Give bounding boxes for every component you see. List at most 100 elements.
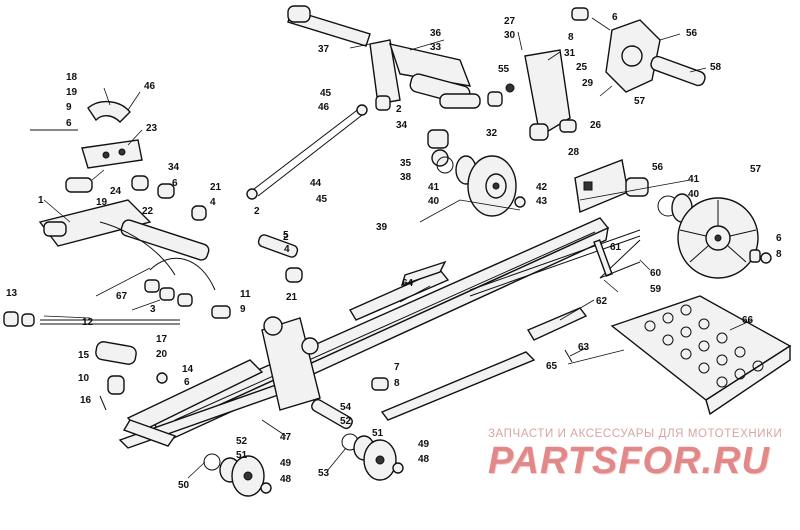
callout: 52 <box>340 416 352 427</box>
wear-strip <box>118 351 536 449</box>
callout: 26 <box>590 120 602 131</box>
callout: 40 <box>428 196 440 207</box>
fasteners <box>211 7 641 391</box>
callout: 2 <box>254 206 260 217</box>
callout: 59 <box>650 284 662 295</box>
callout: 36 <box>430 28 442 39</box>
callout: 21 <box>210 182 222 193</box>
callout: 8 <box>394 378 400 389</box>
callout: 14 <box>182 364 194 375</box>
callout: 66 <box>742 315 754 326</box>
idler-wheel-bottom-left <box>203 453 272 497</box>
callout: 40 <box>688 189 700 200</box>
callout: 16 <box>80 395 92 406</box>
callout: 2 <box>396 104 402 115</box>
callout: 51 <box>236 450 248 461</box>
callout: 28 <box>568 147 580 158</box>
callout: 9 <box>66 102 72 113</box>
center-bracket <box>261 316 321 411</box>
upper-bracket <box>30 101 207 221</box>
callout: 56 <box>686 28 698 39</box>
callout: 17 <box>156 334 168 345</box>
callout: 8 <box>776 249 782 260</box>
callout: 35 <box>400 158 412 169</box>
callout: 10 <box>78 373 90 384</box>
callout: 67 <box>116 291 128 302</box>
callout: 50 <box>178 480 190 491</box>
callout: 8 <box>568 32 574 43</box>
idler-wheel-rear <box>625 177 772 279</box>
callout: 46 <box>144 81 156 92</box>
callout: 27 <box>504 16 516 27</box>
watermark-logo: PARTSFOR.RU <box>488 440 770 482</box>
center-bushings <box>375 95 449 167</box>
callout: 55 <box>498 64 510 75</box>
callout: 48 <box>280 474 292 485</box>
callout: 25 <box>576 62 588 73</box>
top-shaft <box>287 5 481 109</box>
callout: 22 <box>142 206 154 217</box>
callout: 1 <box>38 195 44 206</box>
callout: 2 <box>283 232 289 243</box>
callout: 53 <box>318 468 330 479</box>
callout: 60 <box>650 268 662 279</box>
callout: 23 <box>146 123 158 134</box>
callout: 4 <box>284 244 290 255</box>
track-plate <box>610 295 792 416</box>
callout: 19 <box>66 87 78 98</box>
callout: 21 <box>286 292 298 303</box>
callout: 18 <box>66 72 78 83</box>
callout: 39 <box>376 222 388 233</box>
callout: 3 <box>150 304 156 315</box>
callout: 4 <box>210 197 216 208</box>
callout: 6 <box>776 233 782 244</box>
callout: 54 <box>340 402 352 413</box>
callout: 33 <box>430 42 442 53</box>
callout: 11 <box>240 289 251 300</box>
leader-lines <box>43 17 753 479</box>
lower-bracket-group <box>95 341 168 411</box>
callout: 57 <box>634 96 646 107</box>
callout: 45 <box>316 194 328 205</box>
callout: 43 <box>536 196 548 207</box>
slide-insert <box>526 307 588 363</box>
callout: 30 <box>504 30 516 41</box>
tie-rods <box>469 229 641 297</box>
shock-link <box>246 104 368 200</box>
callout: 5 <box>283 230 289 241</box>
callout: 58 <box>710 62 722 73</box>
callout: 34 <box>396 120 408 131</box>
callout: 57 <box>750 164 762 175</box>
callout: 49 <box>418 439 430 450</box>
callout: 20 <box>156 349 168 360</box>
callout: 42 <box>536 182 548 193</box>
callout: 47 <box>280 432 292 443</box>
callout: 37 <box>318 44 330 55</box>
callout: 45 <box>320 88 332 99</box>
callout: 32 <box>486 128 498 139</box>
idler-wheel-bottom-right <box>311 398 404 481</box>
spring-rod <box>3 311 180 327</box>
callout: 29 <box>582 78 594 89</box>
callout: 13 <box>6 288 18 299</box>
callout: 6 <box>66 118 72 129</box>
front-arm <box>122 359 264 447</box>
callout: 65 <box>546 361 558 372</box>
front-arm-assembly <box>38 199 216 307</box>
idler-wheel-middle <box>436 155 526 217</box>
callout: 56 <box>652 162 664 173</box>
watermark-caption: ЗАПЧАСТИ И АКСЕССУАРЫ ДЛЯ МОТОТЕХНИКИ <box>488 428 783 440</box>
rear-arm-bracket <box>487 49 577 141</box>
callout: 41 <box>428 182 440 193</box>
callout-labels: 1 2 2 2 3 4 4 5 6 6 6 6 6 7 8 8 8 9 9 10… <box>6 12 782 491</box>
callout: 24 <box>110 186 122 197</box>
callout: 38 <box>400 172 412 183</box>
callout: 52 <box>236 436 248 447</box>
callout: 12 <box>82 317 94 328</box>
callout: 63 <box>578 342 590 353</box>
callout: 6 <box>172 178 178 189</box>
callout: 41 <box>688 174 700 185</box>
callout: 62 <box>596 296 608 307</box>
callout: 64 <box>402 278 414 289</box>
